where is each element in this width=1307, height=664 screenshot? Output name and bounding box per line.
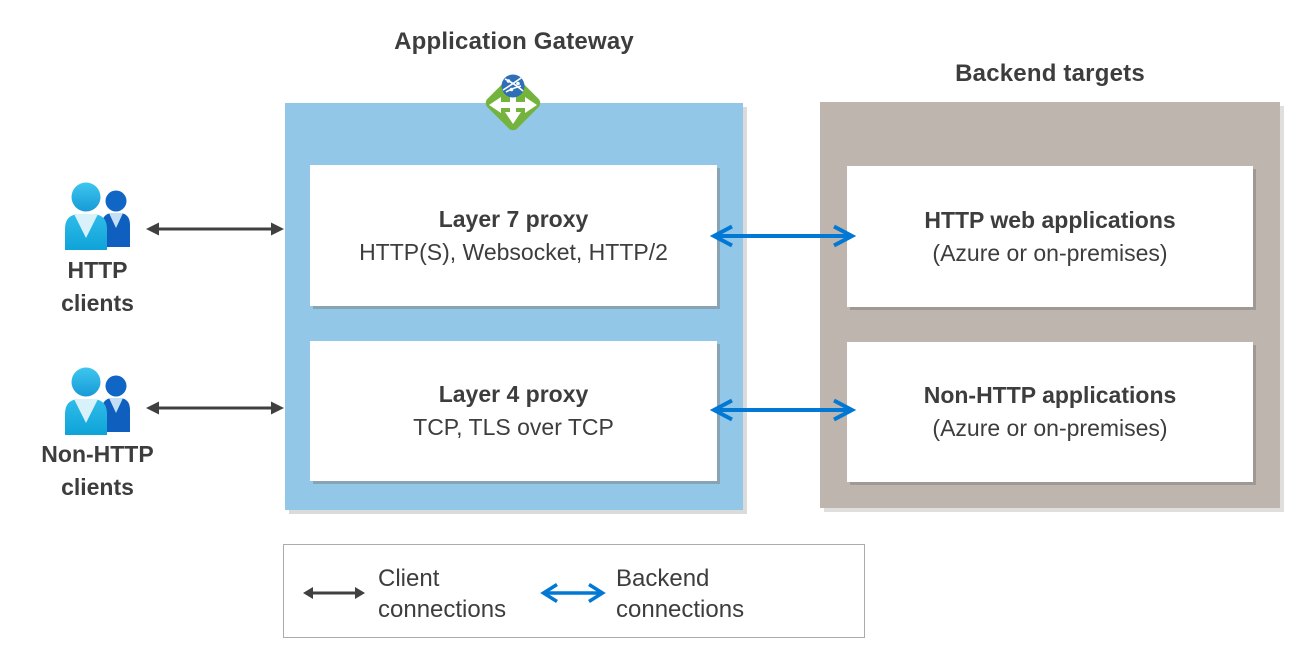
legend-backend-arrow-icon — [540, 582, 606, 609]
application-gateway-icon-svg — [485, 74, 541, 131]
http-clients-icon — [57, 180, 141, 252]
http-web-applications-box: HTTP web applications (Azure or on-premi… — [847, 166, 1253, 307]
backend-connection-arrow-http — [709, 224, 857, 253]
http-web-applications-subtitle: (Azure or on-premises) — [932, 239, 1168, 266]
http-web-applications-title: HTTP web applications — [924, 206, 1176, 233]
non-http-clients-label: Non-HTTP clients — [41, 441, 154, 500]
users-icon — [65, 367, 130, 435]
client-connection-arrow-http — [145, 219, 285, 244]
users-icon — [65, 182, 130, 250]
non-http-applications-subtitle: (Azure or on-premises) — [932, 415, 1168, 441]
client-connection-arrow-nonhttp — [145, 398, 285, 423]
non-http-applications-box: Non-HTTP applications (Azure or on-premi… — [847, 342, 1253, 482]
layer7-proxy-subtitle: HTTP(S), Websocket, HTTP/2 — [359, 238, 668, 265]
non-http-applications-title: Non-HTTP applications — [923, 382, 1177, 409]
legend-backend-connections-label: Backend connections — [616, 565, 745, 624]
legend-client-connections-label: Client connections — [378, 565, 507, 624]
http-clients-label: HTTP clients — [61, 257, 134, 316]
legend-client-arrow-icon — [302, 584, 366, 607]
layer4-proxy-subtitle: TCP, TLS over TCP — [413, 414, 614, 440]
legend-box: Client connections Backend connections — [283, 544, 865, 638]
layer4-proxy-title: Layer 4 proxy — [438, 381, 589, 408]
application-gateway-title: Application Gateway — [394, 28, 634, 55]
layer4-proxy-box: Layer 4 proxy TCP, TLS over TCP — [310, 341, 717, 481]
backend-targets-title: Backend targets — [955, 60, 1145, 87]
non-http-clients-icon — [57, 365, 141, 437]
application-gateway-icon — [475, 65, 551, 141]
layer7-proxy-box: Layer 7 proxy HTTP(S), Websocket, HTTP/2 — [310, 165, 717, 306]
layer7-proxy-title: Layer 7 proxy — [438, 205, 589, 232]
backend-connection-arrow-nonhttp — [709, 398, 857, 427]
